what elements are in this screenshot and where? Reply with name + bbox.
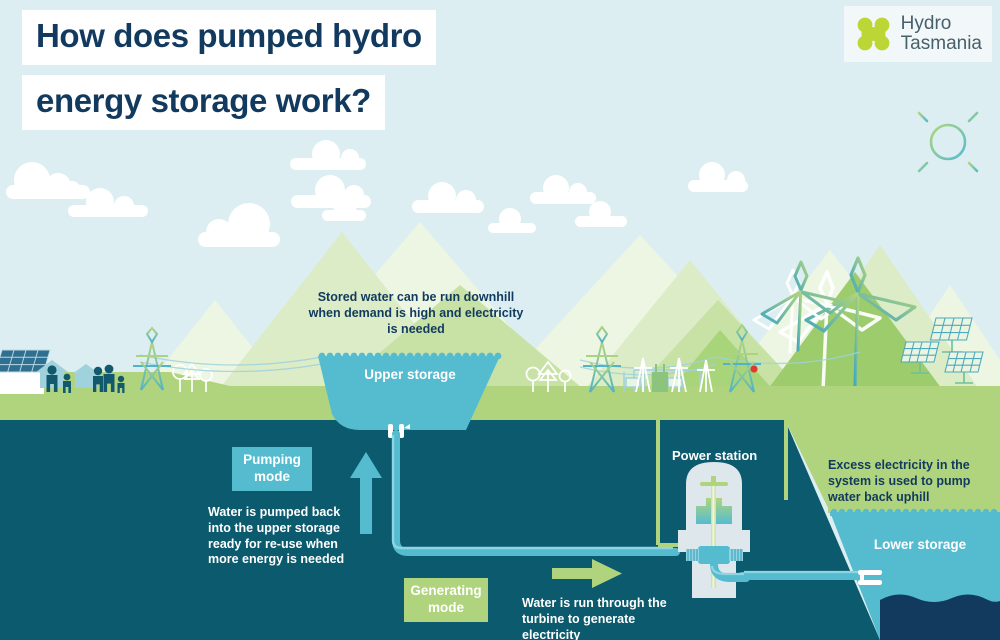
solar-panel-icon [0,349,51,373]
intake-fitting [388,424,393,438]
callout-stored-water: Stored water can be run downhill when de… [308,290,524,336]
brand-name-line-1: Hydro [900,13,952,34]
label-upper-storage: Upper storage [364,367,456,382]
page-title: How does pumped hydro energy storage wor… [22,10,436,130]
label-lower-storage: Lower storage [873,537,967,552]
person-icon [117,375,125,393]
title-line-1: How does pumped hydro [22,10,436,65]
lower-storage-waterline [830,508,998,516]
transmission-tower-icon [133,326,171,391]
title-line-2: energy storage work? [22,74,385,130]
cloud-icon [488,208,536,233]
draft-tube [710,560,750,582]
callout-turbine: Water is run through the turbine to gene… [522,596,667,640]
intake-fitting [399,424,404,438]
penstock-highlight [391,434,674,550]
solar-panel-icon [900,317,984,384]
building [0,372,44,394]
transmission-tower-icon [583,325,621,393]
hydro-tasmania-molecule-icon [857,17,890,51]
village-group [0,349,213,394]
brand-logo[interactable]: Hydro Tasmania [843,6,992,62]
outlet-fitting [858,570,882,585]
power-station [656,420,788,598]
cloud-icon [291,175,371,208]
tree-icon [172,364,188,392]
arrow-up-icon [350,452,382,534]
house-icon [72,364,100,388]
pylon-outline-icon [634,357,715,393]
cloud-icon [6,162,90,199]
cloud-icon [412,182,484,213]
brand-name: Hydro Tasmania [901,14,982,54]
cloud-icon [688,162,748,192]
callout-excess-electricity: Excess electricity in the system is used… [828,458,971,504]
tree-icon [199,368,213,392]
badge-pumping-mode: Pumping mode [232,447,312,491]
sun-icon [906,100,990,195]
ground-strip [0,386,1000,420]
person-icon [103,364,115,392]
upper-storage [318,352,502,438]
person-icon [63,373,71,393]
person-icon [46,365,58,392]
label-power-station: Power station [672,448,758,463]
cloud-icon [290,140,366,170]
transformer-icon [652,364,668,392]
cloud-icon [530,175,596,204]
arrow-right-icon [552,559,622,588]
turbine-runner [698,546,730,564]
callout-pumping: Water is pumped back into the upper stor… [208,505,345,567]
right-bank-ground [785,420,1000,512]
cloud-icon [68,188,148,217]
brand-name-line-2: Tasmania [900,32,982,54]
wind-turbine-icon [778,270,882,392]
deep-water [880,594,1000,640]
cloud-icon [575,201,627,227]
warning-light-icon [750,365,758,373]
person-icon [92,366,103,392]
transmission-tower-icon [723,323,761,393]
tree-icon [525,360,572,392]
wind-turbine-icon [760,260,847,352]
cloud-group [6,140,748,247]
badge-generating-mode: Generating mode [404,578,488,622]
cloud-icon [198,203,280,247]
